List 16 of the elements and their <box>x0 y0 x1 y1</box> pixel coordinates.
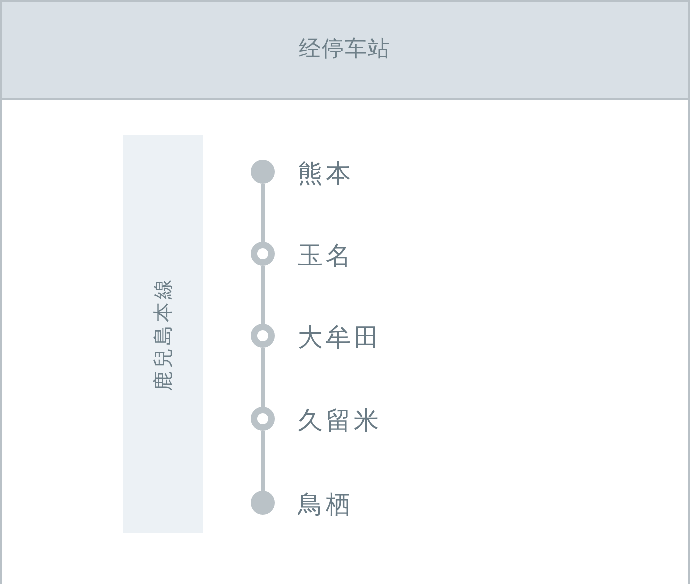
header-title: 经停车站 <box>299 36 391 64</box>
line-name: 鹿兒島本線 <box>151 276 175 392</box>
station-dot-icon <box>251 491 275 515</box>
station-name: 大牟田 <box>298 322 382 354</box>
station-ring-icon <box>251 242 275 266</box>
track-line <box>261 348 265 407</box>
station-dot-icon <box>251 160 275 184</box>
station-ring-icon <box>251 407 275 431</box>
station-ring-icon <box>251 324 275 348</box>
track-line <box>261 184 265 242</box>
track-line <box>261 266 265 324</box>
station-name: 熊本 <box>298 158 354 190</box>
station-name: 鳥栖 <box>298 489 354 521</box>
station-name: 玉名 <box>298 240 354 272</box>
station-name: 久留米 <box>298 405 382 437</box>
track-line <box>261 431 265 491</box>
